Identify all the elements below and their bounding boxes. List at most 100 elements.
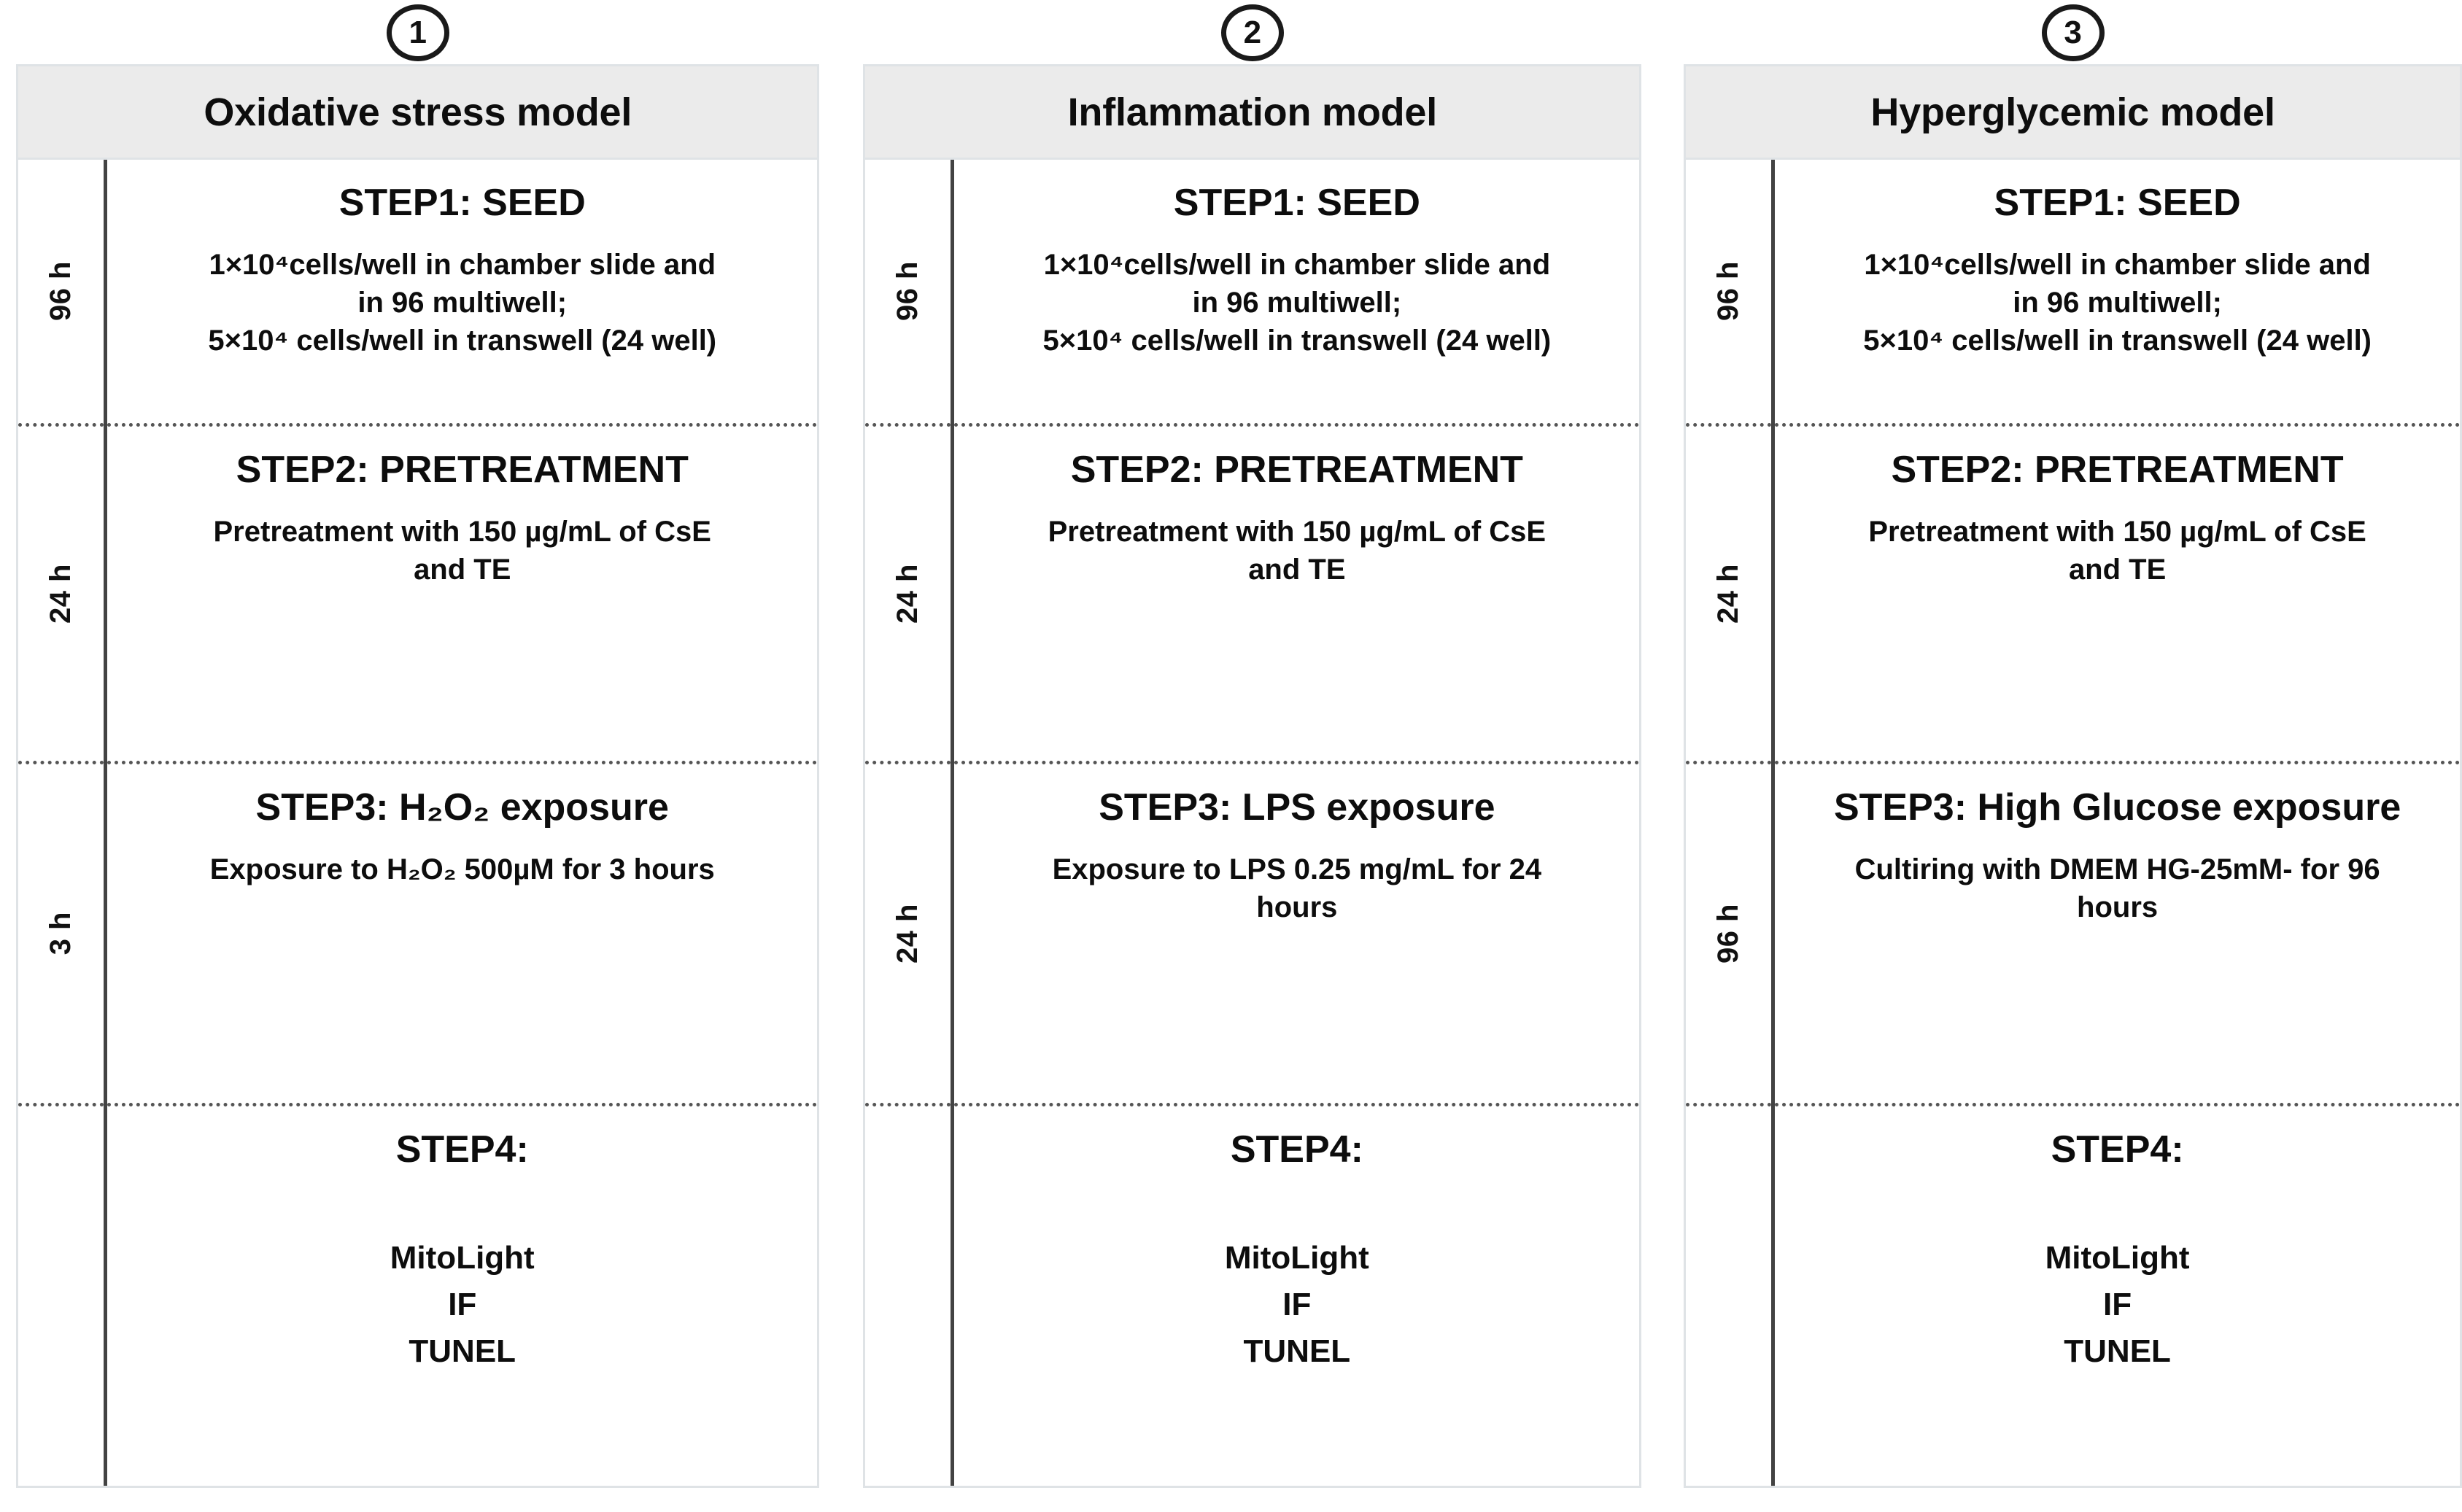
step-desc-line: 1×10⁴cells/well in chamber slide and bbox=[1864, 249, 2371, 282]
time-label: 96 h bbox=[891, 261, 924, 322]
time-cell-step1: 96 h bbox=[865, 160, 951, 423]
step-number-badge-3: 3 bbox=[2041, 4, 2105, 61]
step-card-seed: STEP1: SEED 1×10⁴cells/well in chamber s… bbox=[1775, 160, 2460, 423]
badge-slot: 3 bbox=[1684, 0, 2462, 64]
badge-slot: 1 bbox=[16, 0, 819, 64]
step-description: Pretreatment with 150 µg/mL of CsE and T… bbox=[970, 513, 1623, 589]
step-desc-line: and TE bbox=[1248, 554, 1346, 586]
step-title: STEP4: bbox=[1230, 1128, 1363, 1171]
time-cell-step3: 3 h bbox=[18, 761, 104, 1103]
time-axis: 96 h 24 h 24 h bbox=[865, 160, 955, 1486]
step-desc-line: in 96 multiwell; bbox=[357, 287, 568, 319]
model-panel: Oxidative stress model 96 h 24 h 3 h bbox=[16, 64, 820, 1488]
assay-item: IF bbox=[448, 1287, 477, 1323]
time-cell-step4 bbox=[865, 1103, 951, 1486]
time-label: 3 h bbox=[44, 912, 77, 955]
step-title: STEP4: bbox=[2051, 1128, 2184, 1171]
step-title: STEP4: bbox=[395, 1128, 529, 1171]
step-desc-line: 1×10⁴cells/well in chamber slide and bbox=[209, 249, 716, 282]
assay-item: TUNEL bbox=[2064, 1333, 2171, 1369]
assay-list: MitoLight IF TUNEL bbox=[970, 1235, 1623, 1374]
step-card-readout: STEP4: MitoLight IF TUNEL bbox=[954, 1103, 1640, 1486]
step-desc-line: 5×10⁴ cells/well in transwell (24 well) bbox=[1042, 325, 1552, 357]
model-column-hyperglycemic: 3 Hyperglycemic model 96 h 24 h bbox=[1684, 0, 2462, 1512]
badge-slot: 2 bbox=[863, 0, 1641, 64]
step-desc-line: Pretreatment with 150 µg/mL of CsE bbox=[1048, 516, 1547, 548]
assay-list: MitoLight IF TUNEL bbox=[1791, 1235, 2444, 1374]
step-card-pretreatment: STEP2: PRETREATMENT Pretreatment with 15… bbox=[1775, 423, 2460, 761]
step-description: 1×10⁴cells/well in chamber slide and in … bbox=[1791, 246, 2444, 360]
step-title: STEP3: H₂O₂ exposure bbox=[255, 786, 669, 829]
steps-area: STEP1: SEED 1×10⁴cells/well in chamber s… bbox=[954, 160, 1640, 1486]
step-desc-line: 5×10⁴ cells/well in transwell (24 well) bbox=[1863, 325, 2372, 357]
step-number-badge-2: 2 bbox=[1220, 4, 1284, 61]
step-description: Exposure to LPS 0.25 mg/mL for 24 hours bbox=[970, 850, 1623, 926]
time-cell-step2: 24 h bbox=[865, 423, 951, 761]
time-cell-step1: 96 h bbox=[1686, 160, 1771, 423]
time-label: 24 h bbox=[44, 563, 77, 624]
assay-item: MitoLight bbox=[1224, 1240, 1369, 1276]
step-desc-line: and TE bbox=[414, 554, 511, 586]
model-panel: Hyperglycemic model 96 h 24 h 96 h bbox=[1684, 64, 2462, 1488]
step-desc-line: Exposure to LPS 0.25 mg/mL for 24 bbox=[1052, 853, 1542, 886]
time-cell-step2: 24 h bbox=[18, 423, 104, 761]
step-card-exposure: STEP3: H₂O₂ exposure Exposure to H₂O₂ 50… bbox=[107, 761, 818, 1103]
assay-list: MitoLight IF TUNEL bbox=[123, 1235, 801, 1374]
time-cell-step4 bbox=[1686, 1103, 1772, 1486]
step-card-readout: STEP4: MitoLight IF TUNEL bbox=[107, 1103, 818, 1486]
step-desc-line: Pretreatment with 150 µg/mL of CsE bbox=[213, 516, 711, 548]
step-card-exposure: STEP3: LPS exposure Exposure to LPS 0.25… bbox=[954, 761, 1640, 1103]
model-column-oxidative-stress: 1 Oxidative stress model 96 h 24 h bbox=[16, 0, 820, 1512]
step-desc-line: in 96 multiwell; bbox=[2013, 287, 2222, 319]
time-cell-step3: 24 h bbox=[865, 761, 951, 1103]
step-card-seed: STEP1: SEED 1×10⁴cells/well in chamber s… bbox=[107, 160, 817, 423]
step-desc-line: in 96 multiwell; bbox=[1192, 287, 1402, 319]
step-description: Cultiring with DMEM HG-25mM- for 96 hour… bbox=[1791, 850, 2444, 926]
model-header: Hyperglycemic model bbox=[1686, 66, 2460, 160]
time-label: 24 h bbox=[891, 563, 924, 624]
time-cell-step3: 96 h bbox=[1686, 761, 1772, 1103]
step-desc-line: 1×10⁴cells/well in chamber slide and bbox=[1043, 249, 1551, 282]
step-card-pretreatment: STEP2: PRETREATMENT Pretreatment with 15… bbox=[107, 423, 818, 761]
time-label: 96 h bbox=[1712, 261, 1745, 322]
step-title: STEP1: SEED bbox=[338, 182, 586, 224]
time-label: 24 h bbox=[891, 903, 924, 964]
time-label: 96 h bbox=[1712, 903, 1745, 964]
assay-item: TUNEL bbox=[409, 1333, 516, 1369]
time-cell-step2: 24 h bbox=[1686, 423, 1772, 761]
step-desc-line: Pretreatment with 150 µg/mL of CsE bbox=[1868, 516, 2366, 548]
step-description: 1×10⁴cells/well in chamber slide and in … bbox=[970, 246, 1623, 360]
time-cell-step1: 96 h bbox=[18, 160, 104, 423]
step-title: STEP3: LPS exposure bbox=[1099, 786, 1495, 829]
model-column-inflammation: 2 Inflammation model 96 h 24 h bbox=[863, 0, 1642, 1512]
assay-item: IF bbox=[1282, 1287, 1312, 1323]
model-title: Oxidative stress model bbox=[204, 90, 632, 134]
model-title: Hyperglycemic model bbox=[1870, 90, 2275, 134]
step-desc-line: hours bbox=[1256, 891, 1338, 924]
step-description: Pretreatment with 150 µg/mL of CsE and T… bbox=[123, 513, 801, 589]
time-cell-step4 bbox=[18, 1103, 104, 1486]
model-title: Inflammation model bbox=[1067, 90, 1438, 134]
step-desc-line: Exposure to H₂O₂ 500µM for 3 hours bbox=[209, 853, 715, 886]
step-number-badge-1: 1 bbox=[386, 4, 449, 61]
model-header: Inflammation model bbox=[865, 66, 1640, 160]
step-card-readout: STEP4: MitoLight IF TUNEL bbox=[1775, 1103, 2460, 1486]
time-axis: 96 h 24 h 96 h bbox=[1686, 160, 1776, 1486]
model-body: 96 h 24 h 24 h ST bbox=[865, 160, 1640, 1486]
step-title: STEP2: PRETREATMENT bbox=[1070, 449, 1523, 491]
model-body: 96 h 24 h 3 h STE bbox=[18, 160, 818, 1486]
step-card-exposure: STEP3: High Glucose exposure Cultiring w… bbox=[1775, 761, 2460, 1103]
step-title: STEP1: SEED bbox=[1994, 182, 2241, 224]
time-label: 24 h bbox=[1712, 563, 1745, 624]
step-title: STEP1: SEED bbox=[1173, 182, 1420, 224]
step-desc-line: 5×10⁴ cells/well in transwell (24 well) bbox=[208, 325, 717, 357]
steps-area: STEP1: SEED 1×10⁴cells/well in chamber s… bbox=[107, 160, 818, 1486]
time-label: 96 h bbox=[44, 261, 77, 322]
step-desc-line: and TE bbox=[2068, 554, 2167, 586]
time-axis: 96 h 24 h 3 h bbox=[18, 160, 107, 1486]
step-card-seed: STEP1: SEED 1×10⁴cells/well in chamber s… bbox=[954, 160, 1639, 423]
step-card-pretreatment: STEP2: PRETREATMENT Pretreatment with 15… bbox=[954, 423, 1640, 761]
assay-item: MitoLight bbox=[2045, 1240, 2190, 1276]
assay-item: IF bbox=[2103, 1287, 2132, 1323]
